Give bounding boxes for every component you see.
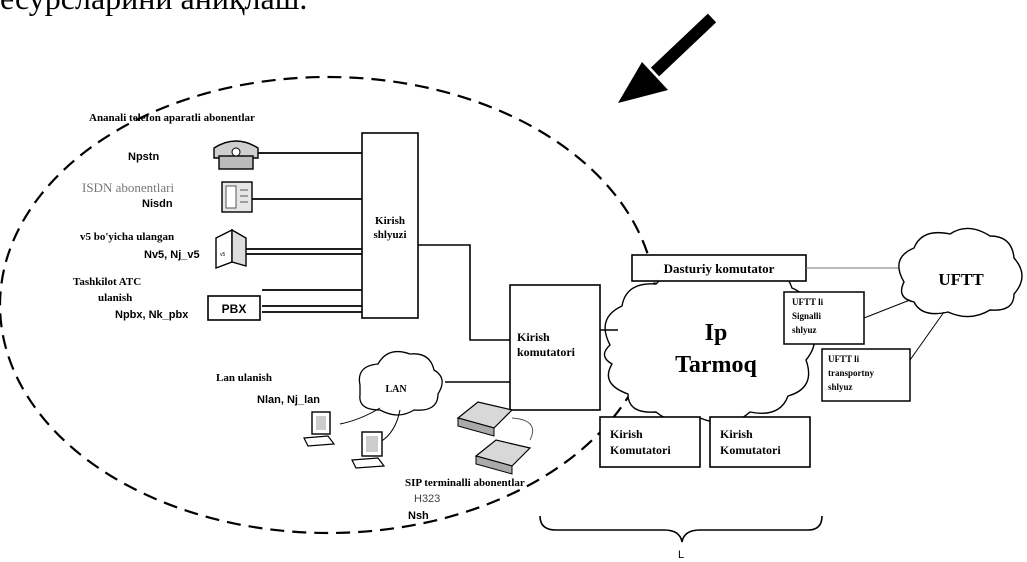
lan-title: Lan ulanish bbox=[216, 372, 272, 384]
kirish-komutatori-box bbox=[509, 284, 601, 411]
computer-icon bbox=[351, 431, 386, 469]
kirish-komutatori-label-1: Kirish bbox=[517, 330, 550, 344]
kirish-shlyuzi-label-1: Kirish bbox=[375, 215, 405, 227]
uftt-cloud bbox=[898, 227, 1023, 318]
uftt-sig-label-2: Signalli bbox=[792, 311, 822, 321]
dasturiy-label: Dasturiy komutator bbox=[664, 261, 775, 276]
ip-label: Ip bbox=[705, 320, 728, 346]
subscriber-links bbox=[246, 152, 362, 313]
h323-label: H323 bbox=[414, 493, 440, 505]
lan-cloud bbox=[358, 350, 443, 416]
isdn-phone-icon bbox=[221, 181, 253, 213]
nlan-label: Nlan, Nj_lan bbox=[257, 394, 320, 406]
v5-device-icon: v5 bbox=[215, 228, 247, 270]
isdn-title: ISDN abonentlari bbox=[82, 180, 174, 195]
arrow-icon bbox=[618, 13, 717, 103]
uftt-label: UFTT bbox=[938, 270, 984, 289]
v5-box-label: v5 bbox=[220, 252, 226, 258]
kirish-shlyuzi-box bbox=[361, 132, 419, 319]
kk2-label-1: Kirish bbox=[720, 427, 753, 441]
nisdn-label: Nisdn bbox=[142, 198, 173, 210]
l-label: L bbox=[678, 549, 684, 561]
tarmoq-label: Tarmoq bbox=[675, 352, 757, 378]
kk2-label-2: Komutatori bbox=[720, 443, 781, 457]
l-bracket bbox=[539, 515, 823, 543]
nv5-label: Nv5, Nj_v5 bbox=[144, 249, 200, 261]
analog-title: Ananali telefon aparatli abonentlar bbox=[89, 112, 255, 124]
npstn-label: Npstn bbox=[128, 151, 159, 163]
telephone-icon bbox=[213, 140, 259, 170]
kirish-komutatori-label-2: komutatori bbox=[517, 345, 576, 359]
uftt-tr-label-1: UFTT li bbox=[828, 354, 860, 364]
npbx-label: Npbx, Nk_pbx bbox=[115, 309, 189, 321]
uftt-tr-label-2: transportny bbox=[828, 368, 875, 378]
tr-uftt-link bbox=[909, 311, 945, 361]
lan-label: LAN bbox=[385, 384, 407, 395]
dasturiy-komutator-box bbox=[631, 254, 807, 282]
sip-title: SIP terminalli abonentlar bbox=[405, 477, 525, 489]
uftt-sig-label-1: UFTT li bbox=[792, 297, 824, 307]
uftt-tr-label-3: shlyuz bbox=[828, 382, 853, 392]
kirish-komutatori-box-2 bbox=[599, 416, 701, 468]
v5-title: v5 bo'yicha ulangan bbox=[80, 231, 174, 243]
uftt-signalli-box bbox=[783, 291, 865, 345]
kk1-label-1: Kirish bbox=[610, 427, 643, 441]
kirish-komutatori-box-3 bbox=[709, 416, 811, 468]
header-text: есурсларини аниқлаш. bbox=[0, 0, 307, 18]
uftt-sig-label-3: shlyuz bbox=[792, 325, 817, 335]
kk1-label-2: Komutatori bbox=[610, 443, 671, 457]
tashkilot-title-1: Tashkilot ATC bbox=[73, 276, 141, 288]
pbx-box bbox=[207, 295, 261, 321]
tashkilot-title-2: ulanish bbox=[98, 292, 132, 304]
kirish-shlyuzi-label-2: shlyuzi bbox=[373, 229, 406, 241]
sig-uftt-link bbox=[863, 299, 911, 319]
nsh-label: Nsh bbox=[408, 510, 429, 522]
computer-icon bbox=[303, 411, 336, 447]
pbx-label: PBX bbox=[222, 302, 247, 316]
uftt-transport-box bbox=[821, 348, 911, 402]
gateway-link bbox=[418, 244, 510, 341]
ip-phone-icon bbox=[456, 401, 534, 475]
